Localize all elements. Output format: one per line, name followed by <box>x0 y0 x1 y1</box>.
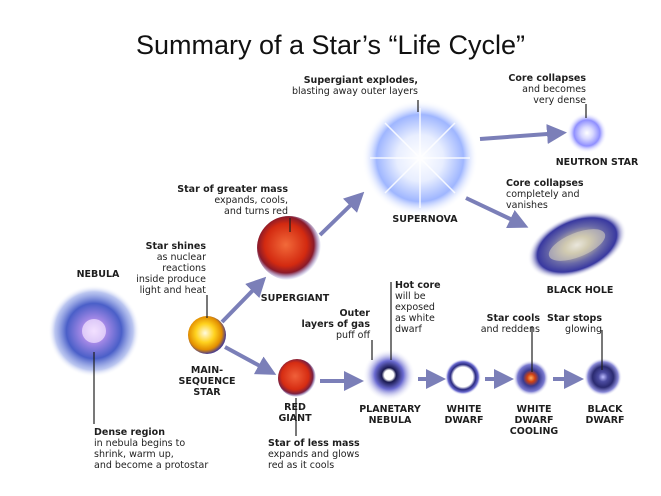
arrow-supernova-to-neutron <box>479 124 567 145</box>
arrow-supergiant-to-supernova <box>318 191 365 237</box>
annotation-star-shines: Star shines as nuclear reactions inside … <box>136 241 206 296</box>
annotation-star-cools: Star cools and reddens <box>480 313 540 335</box>
main-sequence-star-object <box>188 316 226 354</box>
arrow-main-to-redgiant <box>224 345 277 375</box>
label-supergiant: SUPERGIANT <box>260 293 330 304</box>
nebula-core <box>82 319 106 343</box>
label-main-sequence-star: MAIN- SEQUENCE STAR <box>178 365 236 398</box>
flow-arrows <box>220 124 584 391</box>
annotation-core-collapses-dense: Core collapses and becomes very dense <box>508 73 586 106</box>
planetary-nebula-object <box>363 349 415 401</box>
black-dwarf-object <box>584 358 622 396</box>
neutron-star-object <box>567 113 607 153</box>
label-white-dwarf-cooling: WHITE DWARF COOLING <box>509 404 559 437</box>
white-dwarf-cooling-object <box>513 360 549 396</box>
annotation-greater-mass: Star of greater mass expands, cools, and… <box>177 184 288 217</box>
annotation-supergiant-explodes: Supergiant explodes, blasting away outer… <box>291 75 418 97</box>
label-supernova: SUPERNOVA <box>392 214 458 225</box>
supergiant-object <box>257 216 321 280</box>
white-dwarf-object <box>445 359 481 395</box>
leader-lines <box>93 100 603 436</box>
label-nebula: NEBULA <box>76 269 120 280</box>
supernova-rays <box>370 108 470 208</box>
label-white-dwarf: WHITE DWARF <box>444 404 484 426</box>
label-black-hole: BLACK HOLE <box>546 285 614 296</box>
red-giant-object <box>278 359 316 397</box>
annotation-less-mass: Star of less mass expands and glows red … <box>268 438 360 471</box>
arrow-main-to-supergiant <box>220 276 267 324</box>
annotation-outer-layers: Outer layers of gas puff off <box>301 308 371 341</box>
label-red-giant: RED GIANT <box>278 402 312 424</box>
label-neutron-star: NEUTRON STAR <box>555 157 639 168</box>
arrow-supernova-to-blackhole <box>465 196 529 229</box>
black-hole-object <box>527 211 627 279</box>
annotation-star-stops: Star stops glowing <box>547 313 602 335</box>
label-black-dwarf: BLACK DWARF <box>585 404 625 426</box>
annotation-core-collapses-vanish: Core collapses completely and vanishes <box>506 178 584 211</box>
annotation-hot-core: Hot core will be exposed as white dwarf <box>395 280 441 335</box>
page-title: Summary of a Star’s “Life Cycle” <box>135 30 526 60</box>
label-planetary-nebula: PLANETARY NEBULA <box>359 404 421 426</box>
annotation-dense-region: Dense region in nebula begins to shrink,… <box>94 427 209 471</box>
